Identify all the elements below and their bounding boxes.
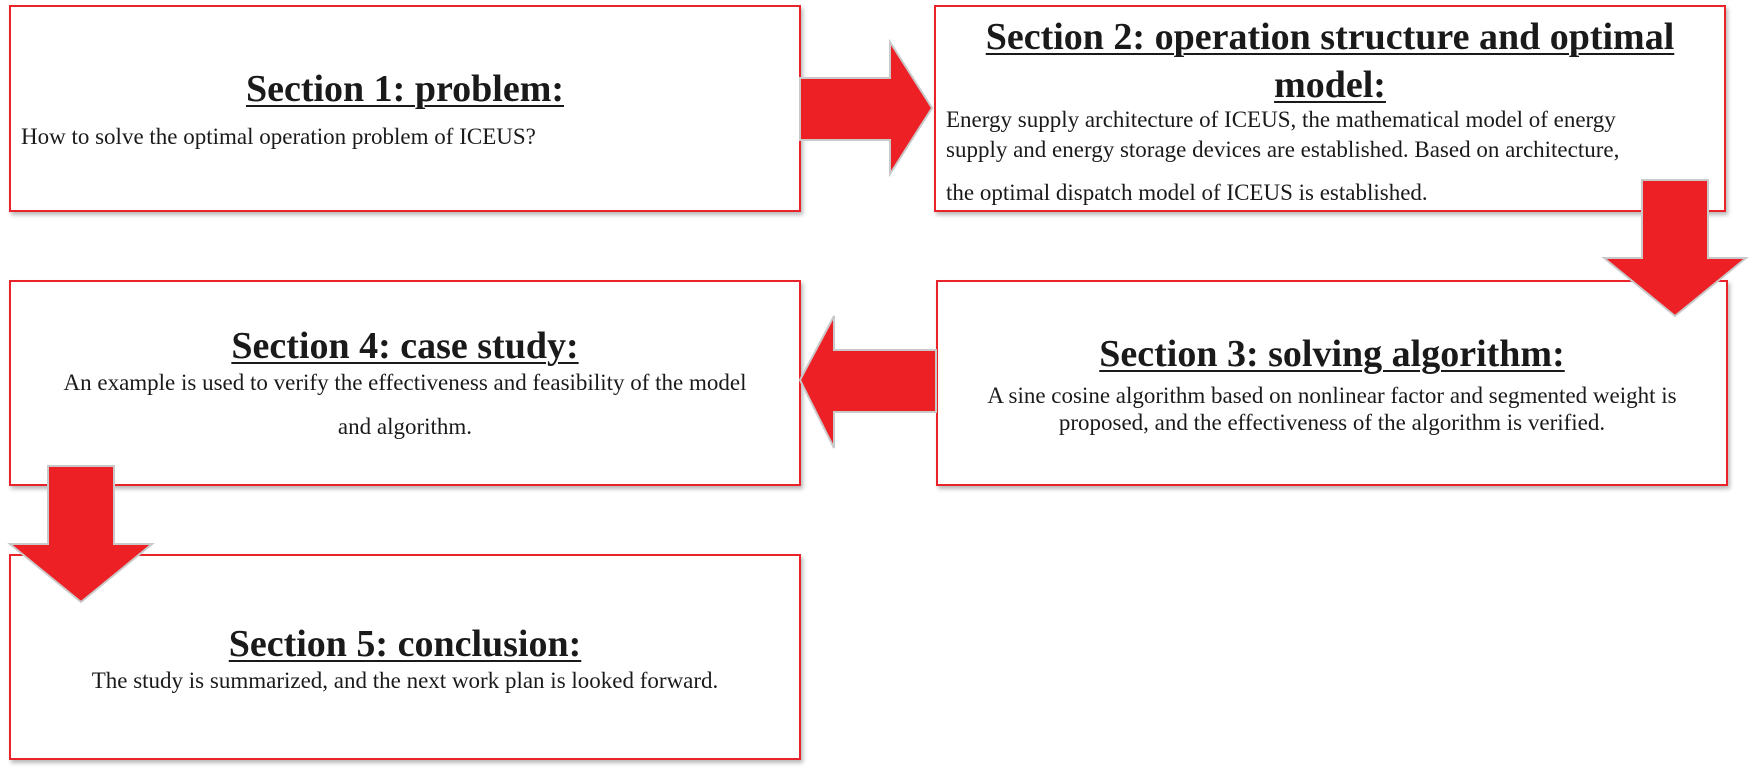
section-3-box: Section 3: solving algorithm: A sine cos… [936,280,1728,486]
section-1-title: Section 1: problem: [245,68,565,110]
section-4-title: Section 4: case study: [231,325,579,367]
arrow-left-icon [798,315,937,449]
arrow-right-icon [799,38,934,178]
section-2-box: Section 2: operation structure and optim… [934,5,1726,212]
section-2-text-line-2: supply and energy storage devices are es… [946,137,1620,162]
section-5-text: The study is summarized, and the next wo… [91,668,719,693]
section-2-text-line-1: Energy supply architecture of ICEUS, the… [946,107,1616,132]
section-3-text-line-1: A sine cosine algorithm based on nonline… [987,383,1677,408]
section-4-text-line-1: An example is used to verify the effecti… [63,370,747,395]
section-1-box: Section 1: problem: How to solve the opt… [9,5,801,212]
section-4-box: Section 4: case study: An example is use… [9,280,801,486]
section-1-text: How to solve the optimal operation probl… [21,124,536,149]
section-2-title-line-2: model: [1274,64,1386,106]
arrow-down-icon [7,465,155,604]
section-3-title: Section 3: solving algorithm: [1099,333,1565,375]
section-5-box: Section 5: conclusion: The study is summ… [9,554,801,760]
section-4-text-line-2: and algorithm. [337,414,473,439]
section-3-text-line-2: proposed, and the effectiveness of the a… [1058,410,1606,435]
section-2-text-line-3: the optimal dispatch model of ICEUS is e… [946,180,1428,205]
section-5-title: Section 5: conclusion: [228,623,582,665]
section-2-title-line-1: Section 2: operation structure and optim… [985,16,1675,58]
arrow-down-icon [1601,179,1749,318]
